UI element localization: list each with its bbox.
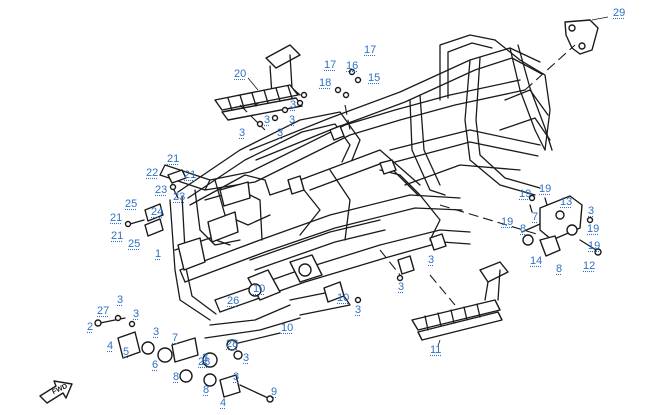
callout-8: 8	[556, 263, 563, 275]
callout-3: 3	[290, 99, 297, 111]
callout-25: 25	[125, 198, 138, 210]
assembly-line	[439, 204, 541, 236]
callout-21: 21	[167, 153, 180, 165]
main-frame	[159, 34, 553, 346]
callout-5: 5	[123, 346, 130, 358]
assembly-line	[344, 104, 351, 131]
front-lower-bushings	[94, 317, 274, 403]
callout-3: 3	[153, 326, 160, 338]
callout-21: 21	[110, 212, 123, 224]
callout-3: 3	[588, 205, 595, 217]
callout-17: 17	[324, 59, 337, 71]
callout-3: 3	[243, 352, 250, 364]
callout-4: 4	[220, 397, 227, 409]
callout-19: 19	[501, 216, 514, 228]
callout-19: 19	[539, 183, 552, 195]
callout-3: 3	[398, 281, 405, 293]
callout-3: 3	[202, 352, 209, 364]
callout-9: 9	[271, 386, 278, 398]
bolts	[114, 68, 594, 328]
callout-15: 15	[368, 72, 381, 84]
callout-6: 6	[152, 359, 159, 371]
callout-7: 7	[532, 211, 539, 223]
callout-28: 28	[198, 356, 211, 368]
callout-10: 10	[337, 292, 350, 304]
assembly-line	[379, 249, 401, 276]
forward-arrow	[39, 380, 73, 404]
callout-16: 16	[346, 60, 359, 72]
callout-3: 3	[233, 371, 240, 383]
callout-22: 22	[146, 167, 159, 179]
callout-20: 20	[234, 68, 247, 80]
callout-21: 21	[184, 169, 197, 181]
callout-28: 28	[226, 338, 239, 350]
callout-11: 11	[430, 344, 442, 356]
assembly-line	[239, 104, 266, 131]
callout-10: 10	[281, 322, 294, 334]
callout-3: 3	[133, 308, 140, 320]
callout-2: 2	[87, 321, 94, 333]
callout-23: 23	[173, 191, 186, 203]
callout-8: 8	[173, 371, 180, 383]
callout-14: 14	[530, 255, 543, 267]
callout-3: 3	[289, 114, 296, 126]
callout-13: 13	[560, 196, 573, 208]
callout-19: 19	[588, 240, 601, 252]
callout-3: 3	[117, 294, 124, 306]
part-20-footrest	[214, 44, 303, 121]
callout-21: 21	[111, 230, 124, 242]
callout-4: 4	[107, 340, 114, 352]
assembly-line	[524, 44, 576, 91]
assembly-line	[429, 274, 456, 306]
callout-27: 27	[97, 305, 110, 317]
part-13-14-assembly	[521, 195, 602, 257]
front-left-hardware	[124, 169, 187, 237]
callout-18: 18	[319, 77, 332, 89]
callout-7: 7	[172, 332, 179, 344]
callout-3: 3	[355, 304, 362, 316]
callout-29: 29	[613, 7, 626, 19]
callout-1: 1	[155, 248, 162, 260]
part-29-bracket	[564, 16, 609, 55]
callout-25: 25	[128, 238, 141, 250]
callout-19: 19	[519, 188, 532, 200]
callout-19: 19	[587, 223, 600, 235]
callout-23: 23	[155, 184, 168, 196]
part-11-footrest	[411, 261, 509, 347]
callout-8: 8	[203, 384, 210, 396]
callout-3: 3	[428, 254, 435, 266]
callout-10: 10	[253, 283, 266, 295]
callout-26: 26	[227, 295, 240, 307]
callout-8: 8	[520, 223, 527, 235]
callout-24: 24	[151, 206, 164, 218]
callout-3: 3	[264, 114, 271, 126]
callout-17: 17	[364, 44, 377, 56]
callout-3: 3	[239, 127, 246, 139]
callout-12: 12	[583, 260, 596, 272]
callout-3: 3	[277, 127, 284, 139]
